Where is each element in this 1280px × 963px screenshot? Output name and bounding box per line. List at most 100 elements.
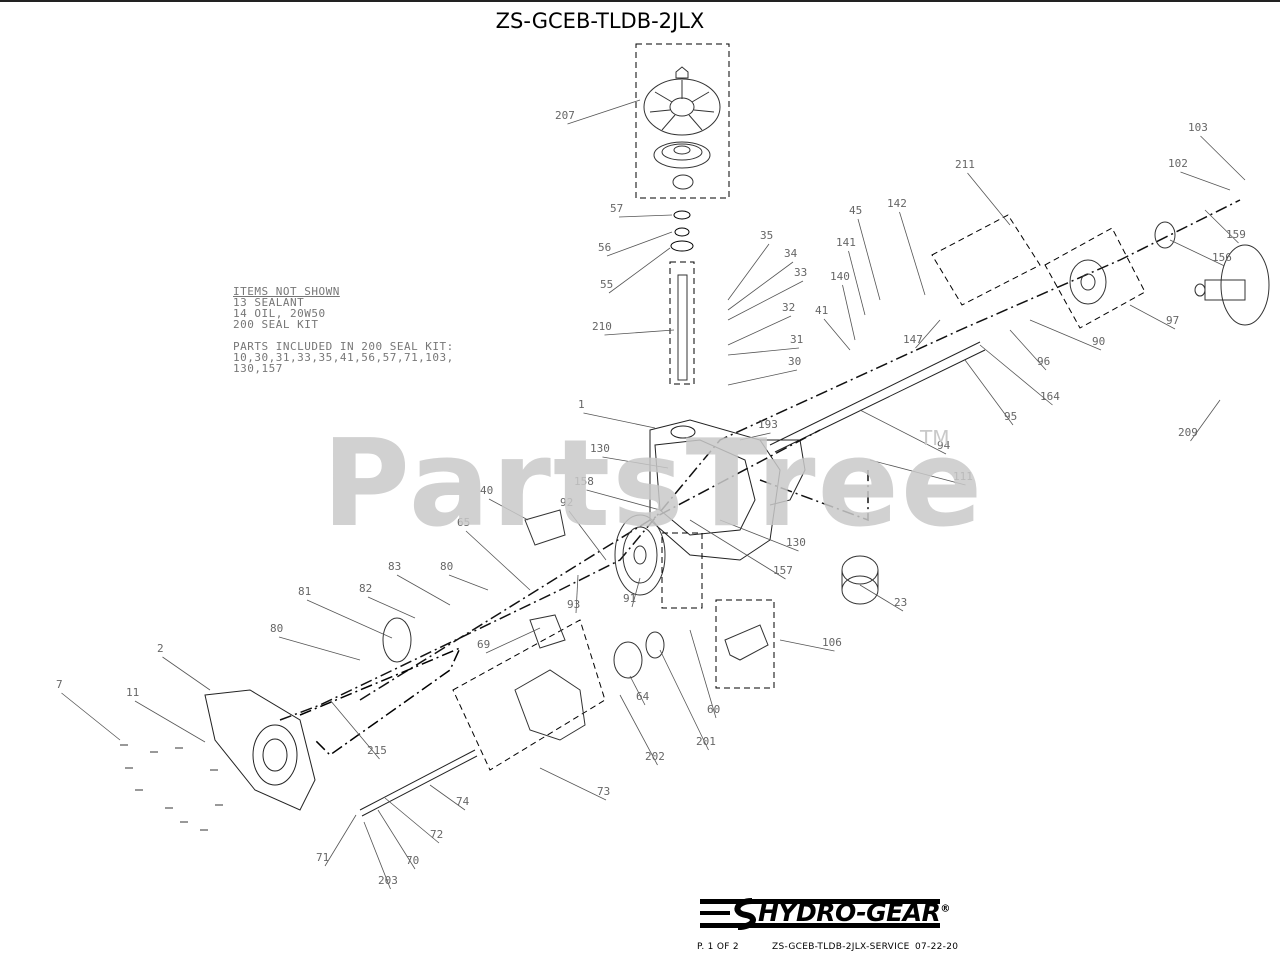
part-callout-1: 1	[578, 398, 585, 411]
callout-leader-line	[488, 498, 529, 521]
part-callout-210: 210	[592, 320, 612, 333]
part-callout-56: 56	[598, 241, 611, 254]
callout-leader-line	[539, 767, 607, 801]
part-callout-73: 73	[597, 785, 610, 798]
part-callout-55: 55	[600, 278, 613, 291]
part-callout-106: 106	[822, 636, 842, 649]
part-callout-211: 211	[955, 158, 975, 171]
callout-leader-line	[1129, 304, 1176, 330]
part-callout-202: 202	[645, 750, 665, 763]
part-callout-32: 32	[782, 301, 795, 314]
callout-leader-line	[567, 99, 641, 125]
callout-leader-line	[964, 359, 1014, 426]
brake-kit-box	[931, 214, 1041, 306]
callout-leader-line	[465, 530, 531, 591]
callout-leader-line	[586, 489, 661, 511]
part-callout-215: 215	[367, 744, 387, 757]
callout-leader-line	[869, 459, 966, 486]
part-callout-157: 157	[773, 564, 793, 577]
watermark-tm: TM	[920, 426, 950, 450]
callout-leader-line	[604, 329, 675, 336]
oil-filter	[841, 555, 879, 605]
callout-leader-line	[727, 315, 792, 346]
callout-leader-line	[727, 347, 800, 356]
part-callout-80: 80	[270, 622, 283, 635]
callout-leader-line	[134, 700, 206, 743]
callout-leader-line	[779, 639, 835, 652]
part-callout-57: 57	[610, 202, 623, 215]
part-callout-72: 72	[430, 828, 443, 841]
callout-leader-line	[727, 280, 804, 321]
part-callout-91: 91	[623, 592, 636, 605]
part-callout-82: 82	[359, 582, 372, 595]
notes-heading: ITEMS NOT SHOWN	[233, 285, 340, 298]
seal-kit-heading: PARTS INCLUDED IN 200 SEAL KIT:	[233, 340, 454, 353]
document-id: ZS-GCEB-TLDB-2JLX-SERVICE	[772, 942, 910, 952]
callout-leader-line	[1204, 209, 1239, 244]
callout-leader-line	[608, 247, 671, 294]
part-callout-156: 156	[1212, 251, 1232, 264]
callout-leader-line	[429, 784, 466, 811]
part-callout-103: 103	[1188, 121, 1208, 134]
part-callout-33: 33	[794, 266, 807, 279]
part-callout-130: 130	[590, 442, 610, 455]
part-callout-35: 35	[760, 229, 773, 242]
callout-leader-line	[575, 574, 579, 614]
part-callout-140: 140	[830, 270, 850, 283]
notes-item: 14 OIL, 20W50	[233, 307, 326, 320]
part-callout-81: 81	[298, 585, 311, 598]
callout-leader-line	[162, 656, 211, 691]
part-callout-96: 96	[1037, 355, 1050, 368]
part-callout-11: 11	[126, 686, 139, 699]
callout-leader-line	[659, 649, 709, 751]
callout-leader-line	[727, 261, 794, 311]
watermark: PartsTree	[322, 415, 985, 554]
page-number: P. 1 OF 2	[697, 942, 739, 952]
callout-leader-line	[859, 409, 947, 455]
callout-leader-line	[324, 814, 357, 867]
gear	[614, 514, 666, 596]
center-section-box	[661, 532, 703, 609]
callout-leader-line	[448, 574, 489, 591]
callout-leader-line	[619, 694, 658, 766]
part-callout-147: 147	[903, 333, 923, 346]
notes-item: 13 SEALANT	[233, 296, 305, 309]
bolt-set	[120, 744, 223, 831]
callout-leader-line	[485, 627, 541, 654]
callout-leader-line	[363, 821, 391, 890]
callout-leader-line	[384, 797, 440, 844]
part-callout-111: 111	[953, 470, 973, 483]
callout-leader-line	[618, 214, 673, 218]
part-callout-201: 201	[696, 735, 716, 748]
part-callout-71: 71	[316, 851, 329, 864]
wheel-hub	[1069, 221, 1270, 326]
callout-leader-line	[727, 243, 770, 301]
callout-leader-line	[278, 636, 361, 661]
part-callout-164: 164	[1040, 390, 1060, 403]
callout-leader-line	[1190, 399, 1221, 442]
callout-leader-line	[857, 218, 881, 301]
part-callout-207: 207	[555, 109, 575, 122]
side-cover	[204, 689, 316, 811]
brand-name: HYDRO-GEAR®	[758, 898, 950, 927]
callout-leader-line	[602, 456, 669, 469]
seal-kit-line: 10,30,31,33,35,41,56,57,71,103,	[233, 351, 454, 364]
part-callout-95: 95	[1004, 410, 1017, 423]
pump-shaft-box	[669, 261, 695, 385]
diagram-title: ZS-GCEB-TLDB-2JLX	[495, 9, 705, 33]
callout-leader-line	[329, 699, 380, 760]
callout-leader-line	[61, 692, 121, 741]
callout-leader-line	[1029, 319, 1102, 351]
motor-kit-box	[452, 619, 606, 771]
callout-leader-line	[377, 809, 416, 870]
part-callout-97: 97	[1166, 314, 1179, 327]
part-callout-80: 80	[440, 560, 453, 573]
callout-leader-line	[859, 584, 904, 612]
brand-logo-mark	[700, 898, 940, 930]
callout-leader-line	[1200, 135, 1246, 181]
part-callout-193: 193	[758, 418, 778, 431]
part-callout-141: 141	[836, 236, 856, 249]
part-callout-92: 92	[560, 496, 573, 509]
callout-leader-line	[1180, 171, 1231, 191]
callout-leader-line	[848, 250, 866, 316]
